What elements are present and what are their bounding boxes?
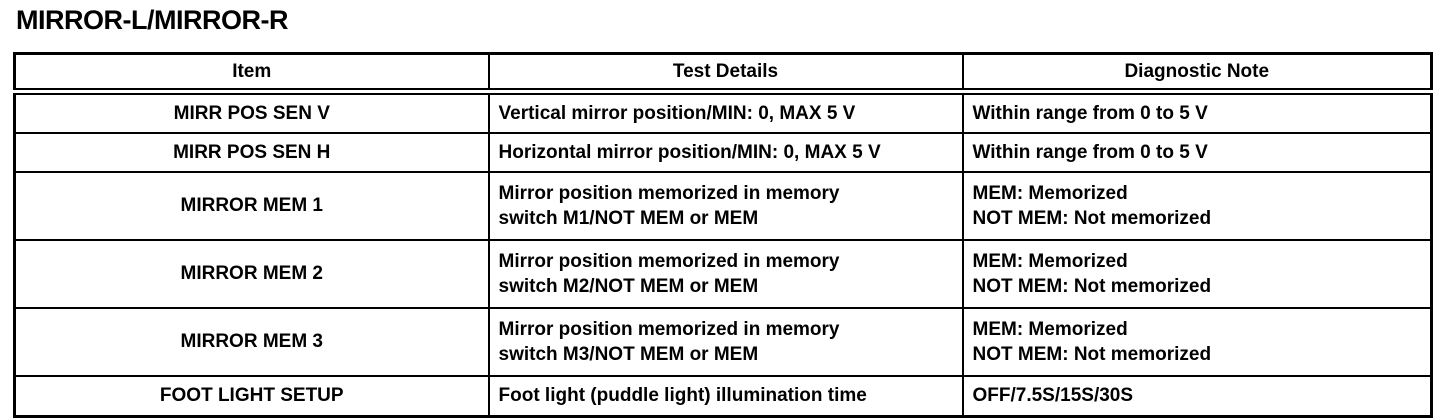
table-row: MIRR POS SEN H Horizontal mirror positio… [13, 132, 1433, 173]
header-item: Item [13, 52, 490, 95]
diagnostic-note-cell: OFF/7.5S/15S/30S [961, 375, 1433, 418]
diagnostic-note-cell: Within range from 0 to 5 V [961, 90, 1433, 134]
test-details-cell: Mirror position memorized in memory swit… [487, 171, 964, 241]
item-cell: MIRR POS SEN H [13, 132, 490, 173]
header-test-details: Test Details [487, 52, 964, 95]
test-details-cell: Horizontal mirror position/MIN: 0, MAX 5… [487, 132, 964, 173]
test-details-cell: Vertical mirror position/MIN: 0, MAX 5 V [487, 90, 964, 134]
item-cell: FOOT LIGHT SETUP [13, 375, 490, 418]
test-details-cell: Foot light (puddle light) illumination t… [487, 375, 964, 418]
item-cell: MIRR POS SEN V [13, 90, 490, 134]
table-row: MIRR POS SEN V Vertical mirror position/… [13, 90, 1433, 134]
header-diagnostic-note: Diagnostic Note [961, 52, 1433, 95]
item-cell: MIRROR MEM 3 [13, 307, 490, 377]
diagnostic-note-cell: Within range from 0 to 5 V [961, 132, 1433, 173]
diagnostic-note-cell: MEM: Memorized NOT MEM: Not memorized [961, 239, 1433, 309]
table-row: MIRROR MEM 1 Mirror position memorized i… [13, 171, 1433, 241]
table-row: FOOT LIGHT SETUP Foot light (puddle ligh… [13, 375, 1433, 418]
table-row: MIRROR MEM 3 Mirror position memorized i… [13, 307, 1433, 377]
diagnostic-table: Item Test Details Diagnostic Note MIRR P… [13, 52, 1433, 418]
item-cell: MIRROR MEM 2 [13, 239, 490, 309]
page-title: MIRROR-L/MIRROR-R [16, 5, 288, 35]
item-cell: MIRROR MEM 1 [13, 171, 490, 241]
header-row: Item Test Details Diagnostic Note [13, 52, 1433, 95]
table-row: MIRROR MEM 2 Mirror position memorized i… [13, 239, 1433, 309]
test-details-cell: Mirror position memorized in memory swit… [487, 239, 964, 309]
diagnostic-note-cell: MEM: Memorized NOT MEM: Not memorized [961, 171, 1433, 241]
test-details-cell: Mirror position memorized in memory swit… [487, 307, 964, 377]
diagnostic-note-cell: MEM: Memorized NOT MEM: Not memorized [961, 307, 1433, 377]
